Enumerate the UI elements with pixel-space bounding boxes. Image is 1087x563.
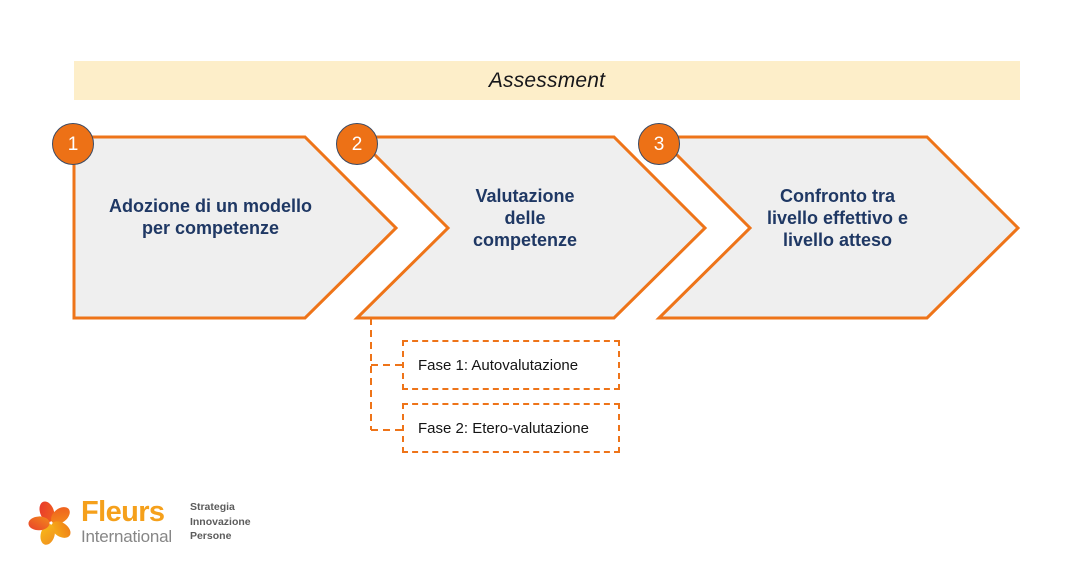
phase-box-1-label: Fase 1: Autovalutazione: [418, 356, 579, 374]
flower-logo-icon: [28, 501, 71, 545]
logo-wordmark: Fleurs International: [81, 496, 172, 546]
process-step-3-label: Confronto tra livello effettivo e livell…: [766, 186, 909, 250]
process-step-1-label: Adozione di un modello per competenze: [109, 196, 312, 238]
company-logo: Fleurs International Strategia Innovazio…: [28, 493, 251, 551]
logo-name-secondary: International: [81, 526, 172, 546]
process-step-3-badge[interactable]: 3: [638, 123, 680, 165]
process-step-1-shape[interactable]: [72, 135, 399, 320]
phase-box-1[interactable]: Fase 1: Autovalutazione: [402, 340, 620, 390]
process-step-3-shape[interactable]: [655, 135, 1021, 320]
logo-tagline: Strategia Innovazione Persone: [190, 500, 251, 545]
assessment-banner: Assessment: [74, 61, 1020, 100]
phase-box-2[interactable]: Fase 2: Etero-valutazione: [402, 403, 620, 453]
logo-tagline-line-2: Innovazione: [189, 515, 251, 528]
process-step-2-label: Valutazione delle competenze: [472, 186, 578, 250]
logo-name-primary: Fleurs: [81, 496, 165, 529]
process-step-1-badge[interactable]: 1: [52, 123, 94, 165]
logo-tagline-line-1: Strategia: [189, 500, 235, 513]
logo-tagline-line-3: Persone: [189, 530, 232, 543]
banner-title: Assessment: [488, 69, 606, 92]
process-step-2-shape[interactable]: [353, 135, 708, 320]
process-step-2-badge[interactable]: 2: [336, 123, 378, 165]
phase-box-2-label: Fase 2: Etero-valutazione: [418, 419, 589, 437]
